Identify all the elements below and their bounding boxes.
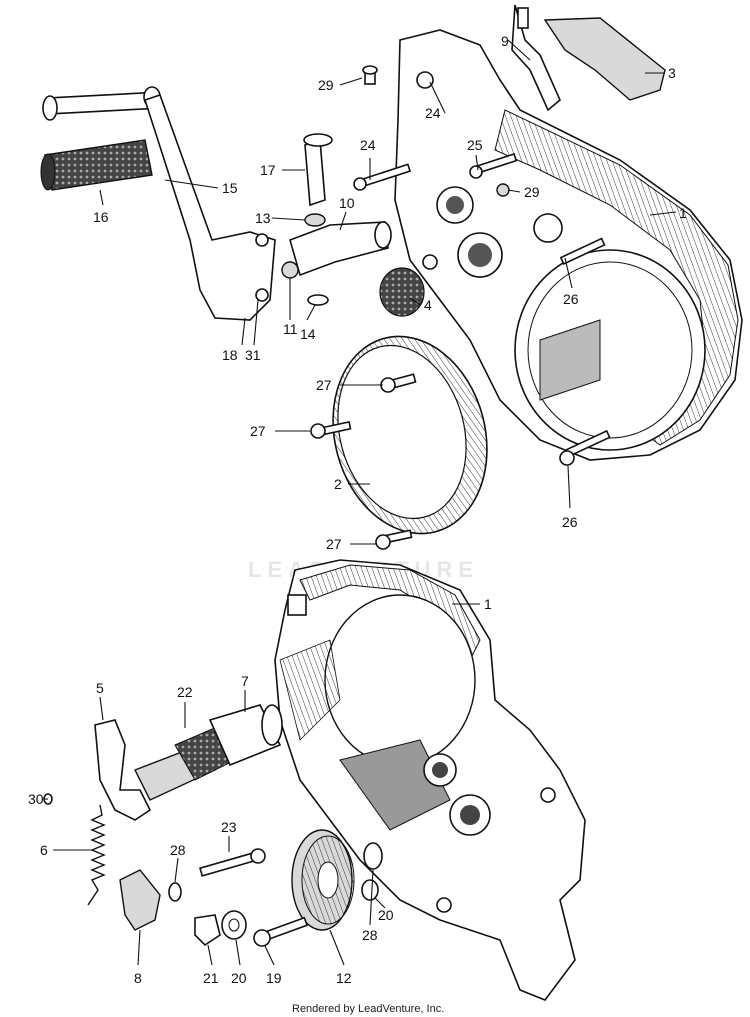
bolt-29-b (496, 183, 510, 197)
gear-12 (291, 829, 355, 931)
callout-1-lower: 1 (484, 596, 492, 612)
callout-22: 22 (177, 684, 193, 700)
shift-arm-assembly (94, 704, 283, 821)
crankcase-cover-lower (274, 559, 586, 1001)
kick-starter-arm (42, 86, 276, 321)
callout-17: 17 (260, 162, 276, 178)
bolt-29-a (362, 65, 378, 85)
callout-18: 18 (222, 347, 238, 363)
lock-plate (194, 914, 221, 947)
callout-21: 21 (203, 970, 219, 986)
callout-14: 14 (300, 326, 316, 342)
callout-23: 23 (221, 819, 237, 835)
callout-28-a: 28 (170, 842, 186, 858)
leader-lines (44, 39, 677, 966)
callout-9: 9 (501, 33, 509, 49)
footer-credit: Rendered by LeadVenture, Inc. (292, 1003, 444, 1015)
callout-31: 31 (245, 347, 261, 363)
callout-27-a: 27 (316, 377, 332, 393)
callout-2: 2 (334, 476, 342, 492)
bolt-26-b (559, 429, 611, 466)
bolt-26-a (559, 237, 606, 265)
washer-28-a (168, 882, 182, 902)
callout-24-b: 24 (360, 137, 376, 153)
callout-12: 12 (336, 970, 352, 986)
screw-27-c (375, 529, 413, 550)
lever-assembly (511, 4, 666, 112)
bolt-24 (353, 163, 412, 191)
callout-8: 8 (134, 970, 142, 986)
callout-16: 16 (93, 209, 109, 225)
callout-27-c: 27 (326, 536, 342, 552)
washer-20-a (221, 910, 247, 940)
callout-29-a: 29 (318, 77, 334, 93)
cap-part (379, 267, 425, 317)
callout-labels: 3 9 29 24 24 25 29 1 26 17 15 16 13 10 1… (28, 33, 687, 986)
crankcase-cover-upper (394, 29, 743, 461)
callout-3: 3 (668, 65, 676, 81)
callout-1-upper: 1 (679, 205, 687, 221)
callout-7: 7 (241, 673, 249, 689)
callout-13: 13 (255, 210, 271, 226)
callout-27-b: 27 (250, 423, 266, 439)
callout-5: 5 (96, 680, 104, 696)
callout-28-b: 28 (362, 927, 378, 943)
bolt-23 (199, 848, 266, 877)
callout-10: 10 (339, 195, 355, 211)
bolt-25 (469, 152, 518, 179)
kick-shaft-parts (281, 133, 392, 306)
callout-6: 6 (40, 842, 48, 858)
bolt-19 (253, 916, 309, 947)
callout-20-a: 20 (231, 970, 247, 986)
callout-26-b: 26 (562, 514, 578, 530)
callout-4: 4 (424, 297, 432, 313)
washer-20-b (361, 879, 379, 901)
callout-30: 30 (28, 791, 44, 807)
cover-plate (332, 335, 488, 535)
kick-pedal-rubber (40, 139, 153, 191)
callout-25: 25 (467, 137, 483, 153)
screw-27-b (310, 420, 352, 439)
stopper-arm (119, 869, 161, 931)
washer-28-b (363, 842, 383, 870)
callout-11: 11 (283, 321, 298, 337)
callout-15: 15 (222, 180, 238, 196)
callout-29-b: 29 (524, 184, 540, 200)
spring (87, 804, 106, 906)
callout-24-a: 24 (425, 105, 441, 121)
callout-19: 19 (266, 970, 282, 986)
callout-20-b: 20 (378, 907, 394, 923)
callout-26-a: 26 (563, 291, 579, 307)
